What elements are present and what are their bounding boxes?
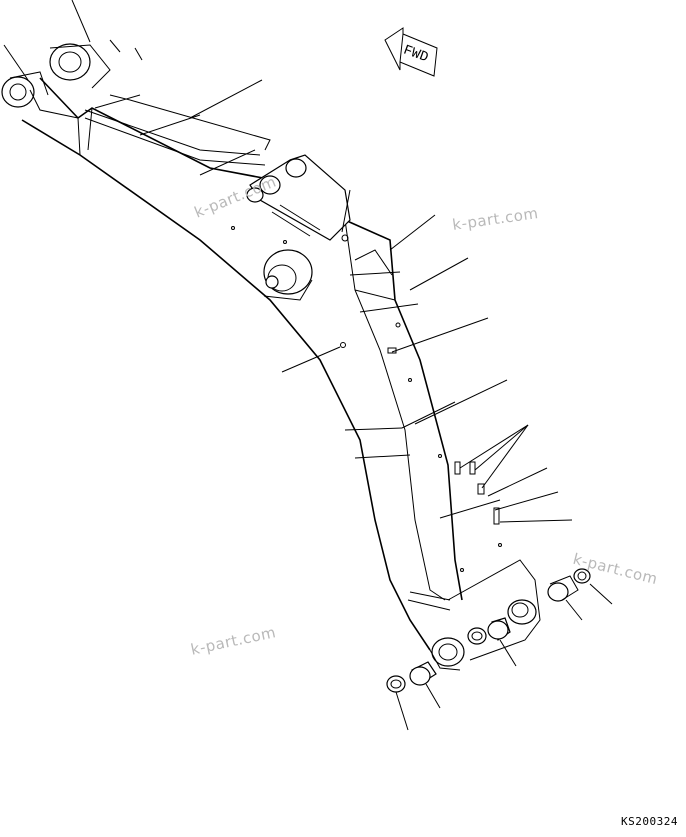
boom-body (1, 43, 541, 671)
leader-lines (3, 0, 613, 731)
fwd-direction-arrow: FWD (384, 27, 438, 77)
bushings (386, 568, 591, 693)
fwd-label: FWD (401, 43, 430, 67)
drawing-code: KS200324 (621, 815, 678, 828)
